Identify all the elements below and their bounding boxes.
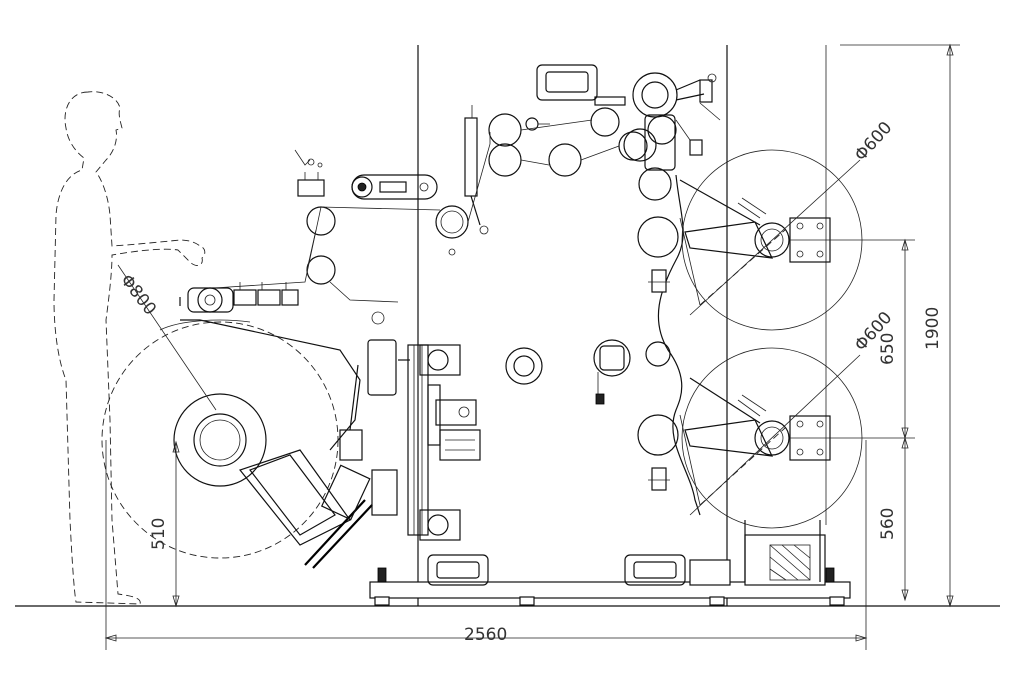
- central-section: [407, 339, 671, 541]
- print-head-assembly: [623, 72, 721, 201]
- dim-rewind-upper-diameter: Φ600: [851, 118, 897, 165]
- dim-total-height: 1900: [923, 307, 943, 350]
- dim-height-650: 650: [878, 333, 898, 365]
- dim-total-width: 2560: [464, 625, 507, 645]
- dim-height-560: 560: [878, 508, 898, 540]
- unwind-section: [101, 282, 410, 569]
- upper-rollers: [213, 96, 648, 303]
- operator-figure: [53, 91, 206, 605]
- rewind-section: [637, 149, 863, 582]
- dimension-lines: [104, 43, 960, 650]
- dim-unwind-axis-height: 510: [149, 518, 169, 550]
- dim-unwind-diameter: Φ800: [116, 271, 160, 319]
- ground-and-frame: [15, 45, 1000, 607]
